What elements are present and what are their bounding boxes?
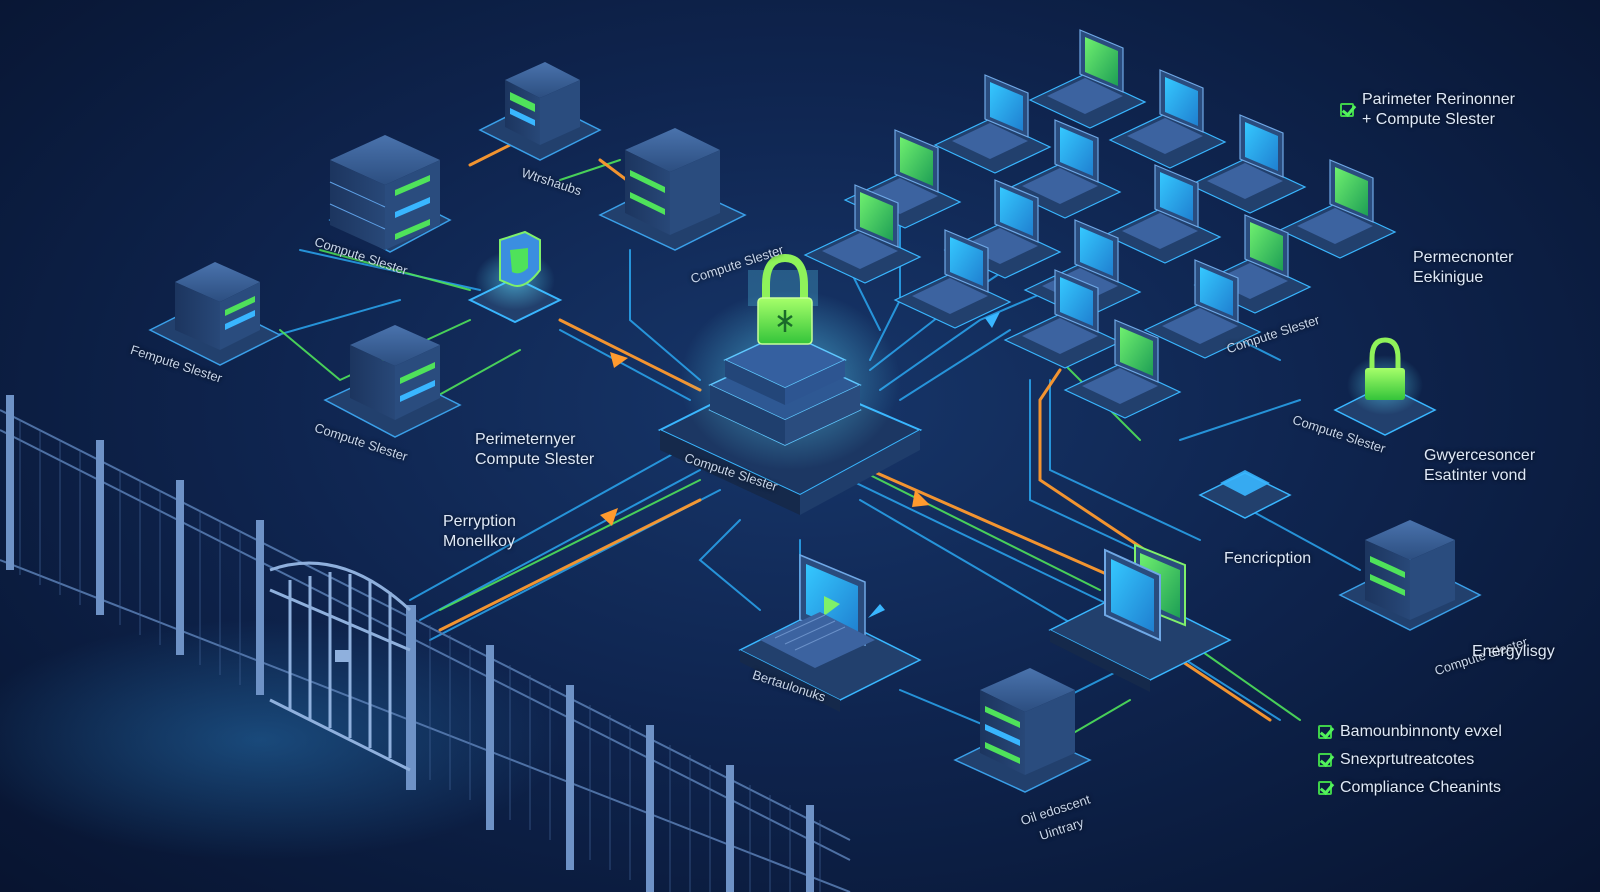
server-top bbox=[478, 62, 602, 161]
laptop-node bbox=[933, 74, 1052, 174]
check-icon bbox=[1318, 753, 1332, 767]
laptop-node bbox=[1063, 319, 1182, 419]
check-icon bbox=[1318, 725, 1332, 739]
perimeter-fence bbox=[0, 395, 851, 892]
lock-icon bbox=[1365, 337, 1405, 400]
lock-node-right bbox=[1333, 337, 1437, 436]
server-right-bottom bbox=[1338, 520, 1482, 631]
laptop-node bbox=[1028, 29, 1147, 129]
laptop-node bbox=[1193, 214, 1312, 314]
laptop-node bbox=[1143, 259, 1262, 359]
label-encryption: Fencricption bbox=[1224, 550, 1312, 567]
check-icon bbox=[1340, 103, 1354, 117]
checklist-item: Bamounbinnonty evxel bbox=[1318, 722, 1502, 742]
laptop-node bbox=[1003, 119, 1122, 219]
laptop-node bbox=[893, 229, 1012, 329]
checklist: Bamounbinnonty evxel Snexprtutreatcotes … bbox=[1318, 722, 1502, 798]
server-bottom bbox=[953, 668, 1092, 793]
checklist-item: Snexprtutreatcotes bbox=[1318, 750, 1502, 770]
server-left bbox=[148, 262, 282, 366]
server-top-right bbox=[598, 128, 747, 251]
shield-icon bbox=[499, 230, 541, 287]
checklist-item-label: Compliance Cheanints bbox=[1340, 779, 1501, 796]
label-gateway-endpoint: Gwyercesoncer Esatinter vond bbox=[1424, 447, 1536, 484]
lock-icon bbox=[748, 253, 818, 345]
label-perimeter-monitoring: Perryption Monellkoy bbox=[443, 513, 516, 550]
check-icon bbox=[1318, 781, 1332, 795]
server-stack-left bbox=[328, 135, 452, 253]
center-node bbox=[657, 253, 923, 515]
laptop-node bbox=[1188, 114, 1307, 214]
laptop-node bbox=[1003, 269, 1122, 369]
checklist-item-label: Snexprtutreatcotes bbox=[1340, 751, 1475, 768]
laptop-node bbox=[803, 184, 922, 284]
callout-perimeter-compute: Perimeternyer Compute Slester bbox=[475, 431, 595, 468]
floor-glow bbox=[0, 620, 560, 860]
encryption-chip bbox=[1198, 470, 1292, 519]
checklist-item: Compliance Cheanints bbox=[1318, 778, 1502, 798]
label-perimeter-technique: Permecnonter Eekinigue bbox=[1413, 249, 1514, 286]
server-mid-left bbox=[323, 325, 462, 438]
laptop-node bbox=[1103, 164, 1222, 264]
laptop-bottom bbox=[738, 553, 922, 712]
laptop-cluster bbox=[803, 29, 1397, 419]
connection-lines bbox=[259, 138, 1361, 771]
legend-top-line1: Parimeter Rerinonner bbox=[1362, 91, 1515, 108]
gate bbox=[269, 561, 412, 772]
legend-top-line2: + Compute Slester bbox=[1362, 111, 1495, 128]
workstation-green bbox=[1048, 543, 1232, 692]
label-entropy: Energylisgy bbox=[1472, 643, 1555, 660]
laptop-node bbox=[1278, 159, 1397, 259]
shield-node bbox=[467, 230, 563, 324]
legend-top: Parimeter Rerinonner + Compute Slester bbox=[1340, 90, 1515, 130]
play-icon bbox=[824, 596, 840, 616]
checklist-item-label: Bamounbinnonty evxel bbox=[1340, 723, 1502, 740]
laptop-node bbox=[1108, 69, 1227, 169]
